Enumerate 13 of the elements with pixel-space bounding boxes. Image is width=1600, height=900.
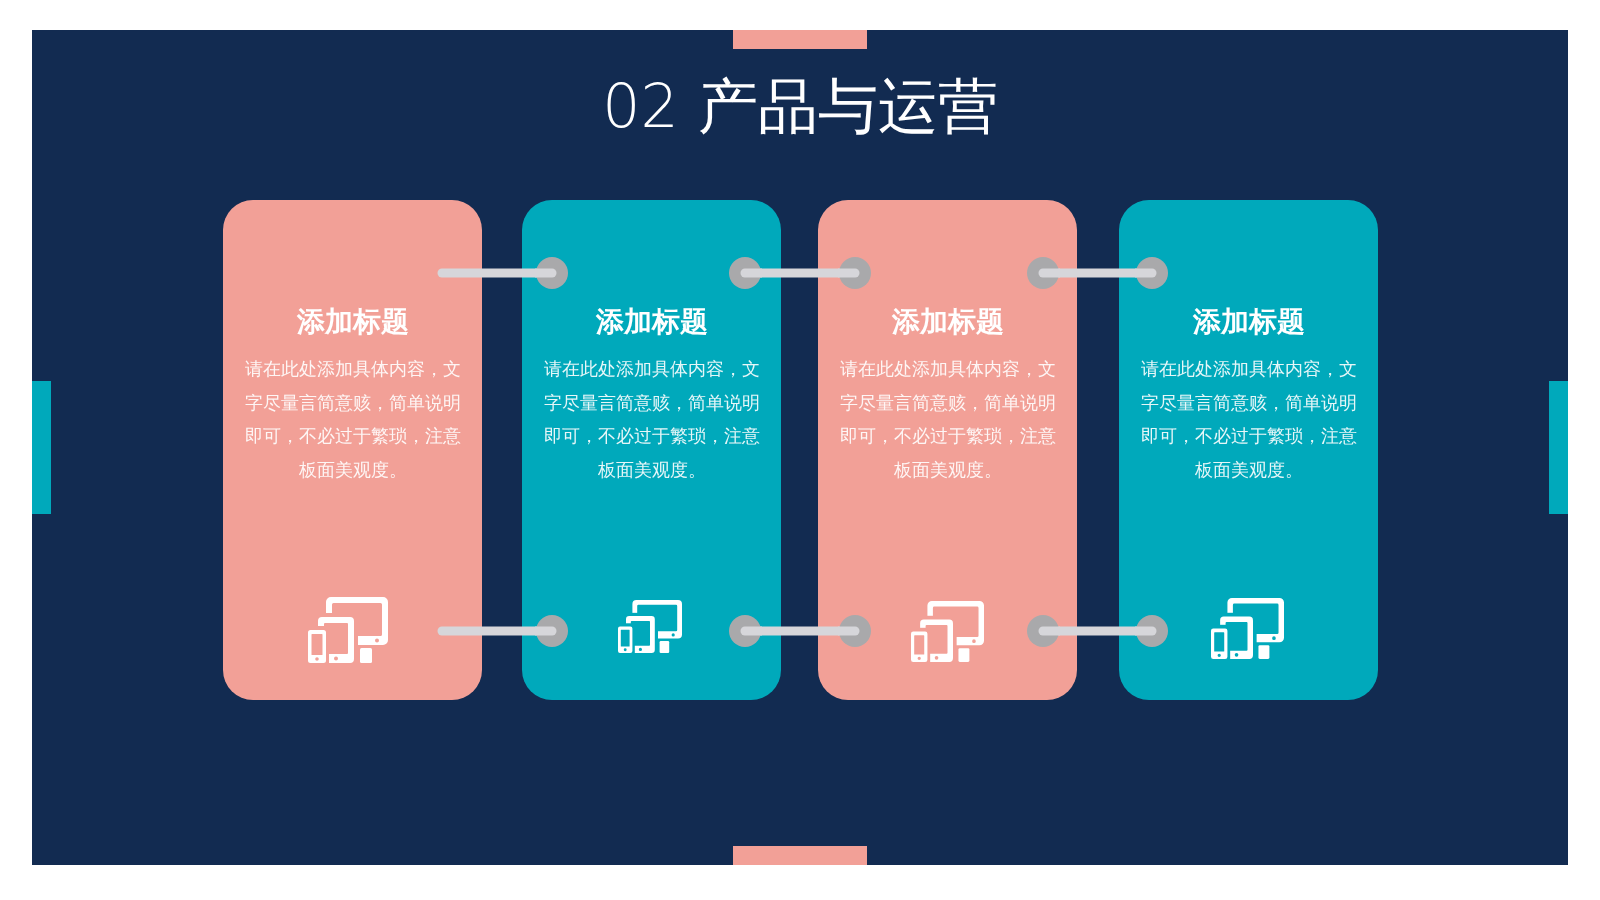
card-description: 请在此处添加具体内容，文字尽量言简意赅，简单说明即可，不必过于繁琐，注意板面美观度。	[543, 358, 760, 483]
card-description: 请在此处添加具体内容，文字尽量言简意赅，简单说明即可，不必过于繁琐，注意板面美观度。	[1140, 358, 1357, 483]
info-card	[818, 200, 1077, 700]
card-description: 请在此处添加具体内容，文字尽量言简意赅，简单说明即可，不必过于繁琐，注意板面美观度。	[839, 358, 1056, 483]
info-card	[223, 200, 482, 700]
card-title: 添加标题	[295, 304, 410, 340]
card-description: 请在此处添加具体内容，文字尽量言简意赅，简单说明即可，不必过于繁琐，注意板面美观度。	[244, 358, 461, 483]
info-card	[1119, 200, 1378, 700]
card-title: 添加标题	[594, 304, 709, 340]
card-title: 添加标题	[890, 304, 1005, 340]
slide-title: 02 产品与运营	[601, 72, 999, 140]
info-card	[522, 200, 781, 700]
card-title: 添加标题	[1191, 304, 1306, 340]
